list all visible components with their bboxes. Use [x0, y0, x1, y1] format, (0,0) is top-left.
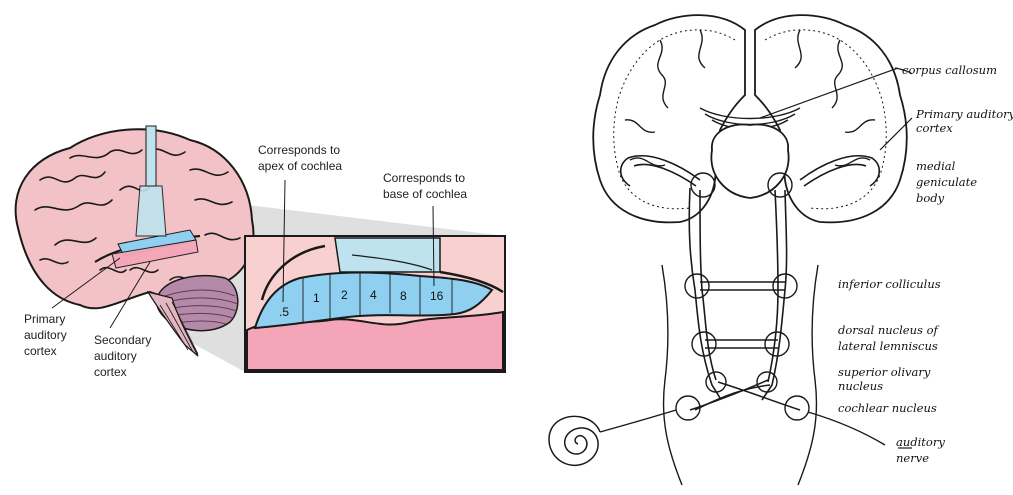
svg-text:cortex: cortex	[24, 344, 57, 358]
ic-left	[685, 274, 709, 298]
svg-text:corpus callosum: corpus callosum	[902, 63, 997, 77]
svg-text:apex of cochlea: apex of cochlea	[258, 159, 342, 173]
band-label-1: 1	[313, 291, 320, 305]
svg-text:medial: medial	[916, 159, 956, 173]
svg-text:superior olivary: superior olivary	[838, 365, 931, 379]
label-primary-auditory-cortex-right: Primary auditory cortex	[915, 107, 1013, 135]
label-apex-of-cochlea: Corresponds to apex of cochlea	[258, 143, 342, 173]
svg-text:cortex: cortex	[916, 121, 953, 135]
svg-text:auditory: auditory	[24, 328, 67, 342]
left-hemisphere	[593, 15, 745, 222]
svg-text:Primary: Primary	[24, 312, 65, 326]
auditory-nerve-right	[808, 412, 885, 445]
right-leader-lines	[760, 68, 912, 448]
label-base-of-cochlea: Corresponds to base of cochlea	[383, 171, 467, 201]
cn-right	[785, 396, 809, 420]
svg-text:body: body	[916, 191, 945, 205]
band-label-2: 2	[341, 288, 348, 302]
svg-text:inferior colliculus: inferior colliculus	[838, 277, 941, 291]
svg-text:Corresponds to: Corresponds to	[258, 143, 340, 157]
label-superior-olivary-nucleus: superior olivary nucleus	[838, 365, 931, 393]
dnll-left	[692, 332, 716, 356]
right-hemisphere	[755, 15, 907, 222]
soc-right	[757, 372, 777, 392]
label-inferior-colliculus: inferior colliculus	[838, 277, 941, 291]
svg-text:Secondary: Secondary	[94, 333, 151, 347]
dnll-right	[765, 332, 789, 356]
svg-text:cochlear nucleus: cochlear nucleus	[838, 401, 937, 415]
left-auditory-cortex-figure: .5 1 2 4 8 16 Corresponds to apex of coc…	[16, 126, 505, 379]
svg-text:Corresponds to: Corresponds to	[383, 171, 465, 185]
recording-probe-tip	[136, 186, 166, 236]
label-dorsal-nucleus-lateral-lemniscus: dorsal nucleus of lateral lemniscus	[838, 323, 939, 353]
label-secondary-auditory-cortex: Secondary auditory cortex	[94, 333, 151, 379]
label-auditory-nerve: auditory nerve	[896, 435, 945, 465]
band-label-4: 4	[370, 288, 377, 302]
svg-text:auditory: auditory	[94, 349, 137, 363]
svg-text:geniculate: geniculate	[916, 175, 977, 189]
label-medial-geniculate-body: medial geniculate body	[916, 159, 977, 205]
svg-text:auditory: auditory	[896, 435, 945, 449]
svg-text:cortex: cortex	[94, 365, 127, 379]
label-primary-auditory-cortex: Primary auditory cortex	[24, 312, 67, 358]
label-cochlear-nucleus: cochlear nucleus	[838, 401, 937, 415]
svg-text:Primary auditory: Primary auditory	[915, 107, 1013, 121]
svg-text:nucleus: nucleus	[838, 379, 883, 393]
svg-text:dorsal nucleus of: dorsal nucleus of	[838, 323, 939, 337]
svg-text:lateral lemniscus: lateral lemniscus	[838, 339, 938, 353]
svg-text:base of cochlea: base of cochlea	[383, 187, 467, 201]
label-corpus-callosum: corpus callosum	[902, 63, 997, 77]
band-label-16: 16	[430, 289, 444, 303]
lemniscal-tracts	[689, 188, 786, 400]
brainstem-outline	[662, 265, 818, 485]
band-label-0-5: .5	[279, 305, 289, 319]
cochlea-spiral	[549, 416, 600, 465]
band-label-8: 8	[400, 289, 407, 303]
recording-probe-shaft	[146, 126, 156, 186]
svg-text:nerve: nerve	[896, 451, 929, 465]
thalamus	[711, 124, 788, 198]
soc-left	[706, 372, 726, 392]
